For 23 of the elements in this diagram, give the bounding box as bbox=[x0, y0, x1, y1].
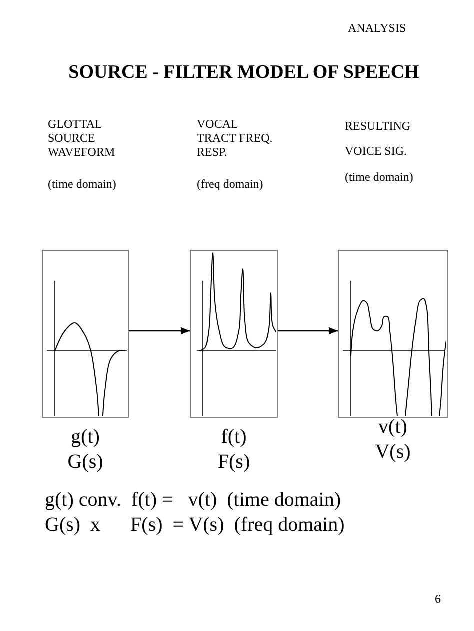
domain-note: (time domain) bbox=[48, 178, 116, 192]
column-heading: VOCAL TRACT FREQ. RESP. bbox=[197, 118, 274, 160]
plot-panel bbox=[338, 250, 448, 418]
signal-label: G(s) bbox=[66, 451, 104, 474]
arrow bbox=[129, 327, 190, 335]
equation: G(s) x F(s) = V(s) (freq domain) bbox=[45, 514, 345, 537]
signal-label: v(t) bbox=[378, 416, 408, 439]
signal-label: g(t) bbox=[70, 426, 101, 449]
section-label: ANALYSIS bbox=[348, 22, 406, 36]
arrow bbox=[278, 327, 338, 335]
plot-panel bbox=[190, 250, 278, 418]
page-number: 6 bbox=[435, 593, 441, 607]
title: SOURCE - FILTER MODEL OF SPEECH bbox=[68, 62, 420, 84]
column-heading: GLOTTAL SOURCE WAVEFORM bbox=[48, 118, 116, 160]
plot-panel bbox=[42, 250, 129, 418]
column-heading: VOICE SIG. bbox=[345, 145, 407, 159]
signal-label: V(s) bbox=[374, 441, 412, 464]
domain-note: (freq domain) bbox=[197, 178, 264, 192]
signal-label: F(s) bbox=[216, 451, 252, 474]
equation: g(t) conv. f(t) = v(t) (time domain) bbox=[45, 489, 342, 512]
column-heading: RESULTING bbox=[345, 120, 411, 134]
signal-label: f(t) bbox=[220, 426, 248, 449]
domain-note: (time domain) bbox=[345, 171, 414, 185]
